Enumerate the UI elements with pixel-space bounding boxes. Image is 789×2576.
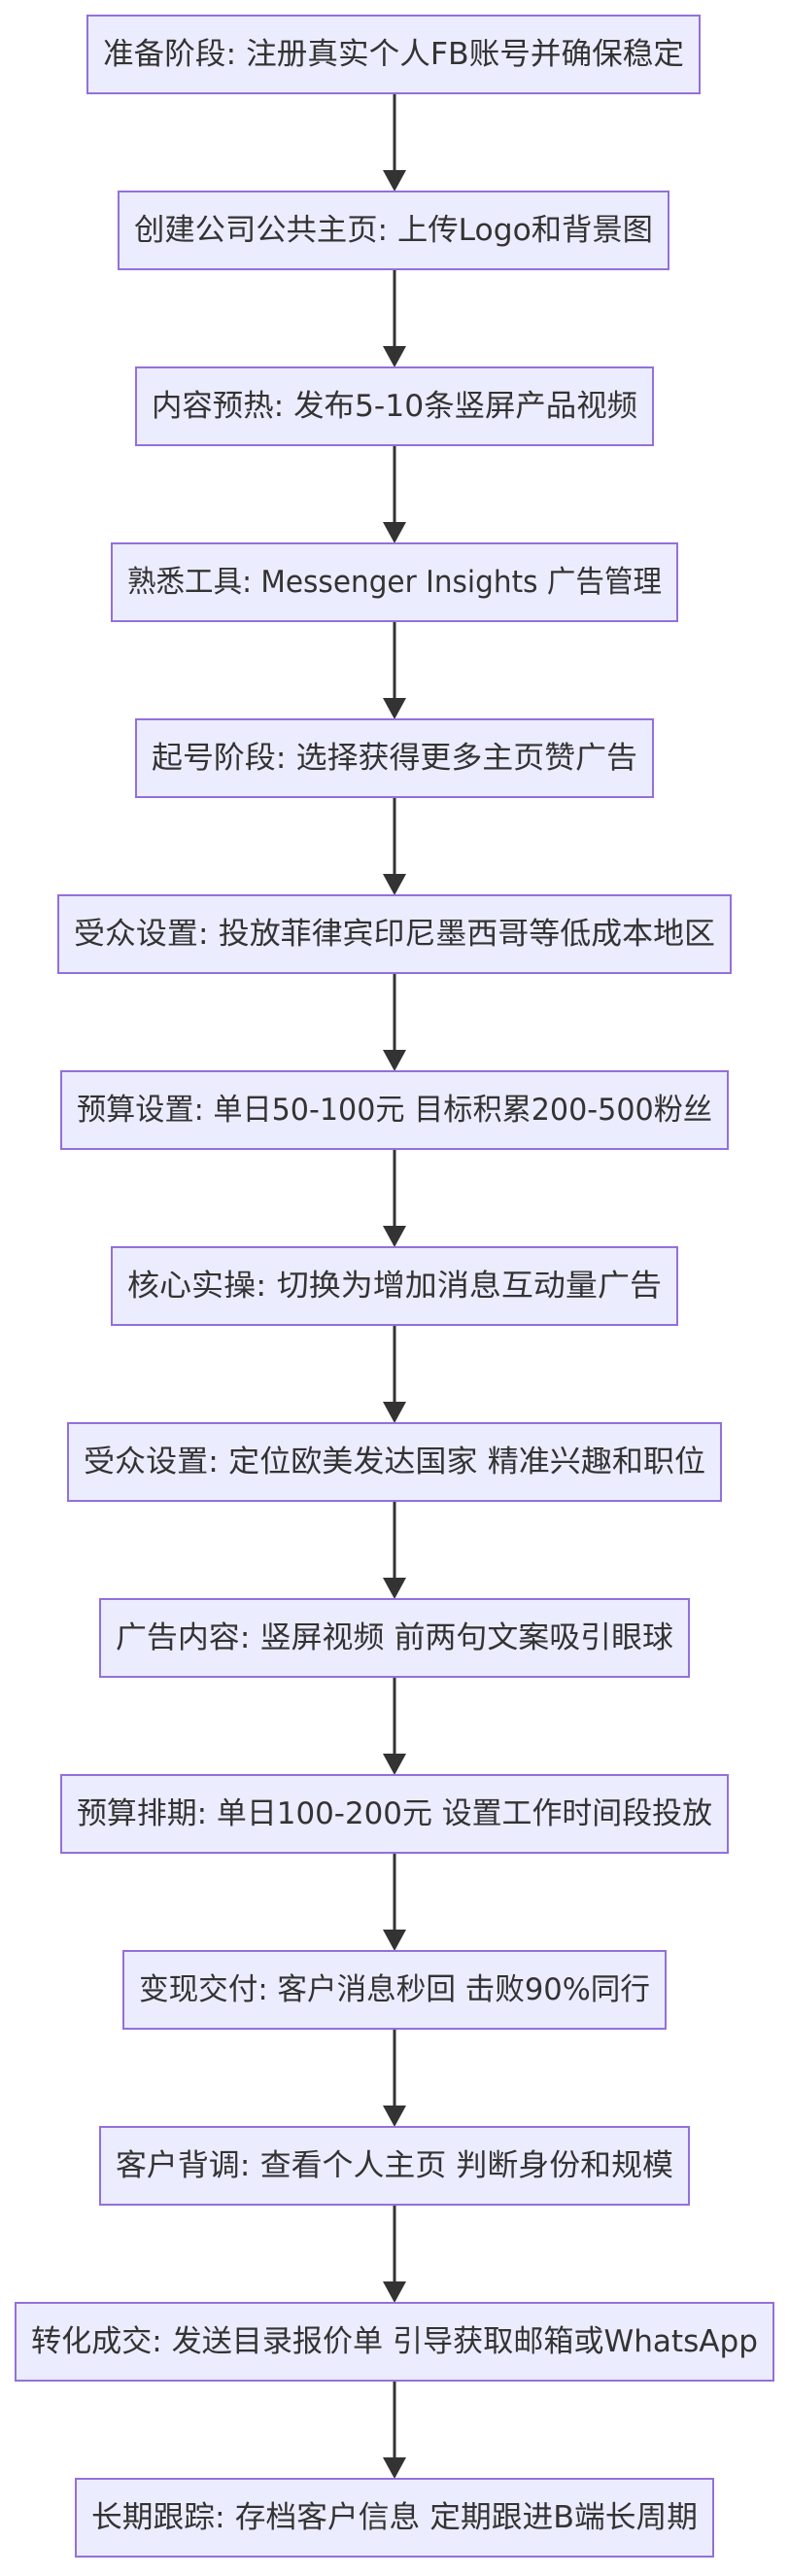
flow-node-4: 熟悉工具: Messenger Insights 广告管理 (111, 542, 678, 622)
arrow-down-icon (383, 1754, 406, 1775)
flow-node-box (86, 15, 701, 94)
flow-node-box (122, 1950, 667, 2030)
flow-node-box (118, 191, 669, 270)
flow-node-box (111, 542, 678, 622)
flow-node-label: 转化成交: 发送目录报价单 引导获取邮箱或WhatsApp (31, 2324, 758, 2359)
flow-node-label: 核心实操: 切换为增加消息互动量广告 (127, 1269, 662, 1304)
flow-edge-13 (383, 2205, 406, 2303)
flow-node-label: 客户背调: 查看个人主页 判断身份和规模 (116, 2148, 673, 2183)
flow-node-label: 受众设置: 投放菲律宾印尼墨西哥等低成本地区 (74, 917, 715, 952)
arrow-down-icon (383, 2457, 406, 2479)
flow-edge-14 (383, 2381, 406, 2479)
flow-node-label: 受众设置: 定位欧美发达国家 精准兴趣和职位 (84, 1445, 705, 1479)
flow-node-1: 准备阶段: 注册真实个人FB账号并确保稳定 (86, 15, 701, 94)
flow-node-8: 核心实操: 切换为增加消息互动量广告 (111, 1246, 678, 1326)
flow-edge-8 (383, 1325, 406, 1423)
arrow-down-icon (383, 698, 406, 719)
flow-edge-12 (383, 2029, 406, 2127)
edges-layer (383, 93, 406, 2479)
arrow-down-icon (383, 2281, 406, 2303)
flow-edge-7 (383, 1149, 406, 1247)
flow-node-15: 长期跟踪: 存档客户信息 定期跟进B端长周期 (75, 2478, 714, 2558)
flow-edge-6 (383, 973, 406, 1071)
arrow-down-icon (383, 1578, 406, 1599)
flow-node-box (60, 1774, 729, 1854)
flow-edge-5 (383, 797, 406, 895)
flow-node-box (135, 366, 654, 446)
flow-node-label: 准备阶段: 注册真实个人FB账号并确保稳定 (103, 37, 684, 72)
flow-node-9: 受众设置: 定位欧美发达国家 精准兴趣和职位 (67, 1422, 722, 1502)
flow-node-label: 变现交付: 客户消息秒回 击败90%同行 (139, 1972, 650, 2007)
flow-node-box (57, 894, 732, 974)
arrow-down-icon (383, 170, 406, 191)
arrow-down-icon (383, 2106, 406, 2127)
flow-node-label: 熟悉工具: Messenger Insights 广告管理 (127, 565, 662, 600)
flow-node-box (111, 1246, 678, 1326)
flow-node-10: 广告内容: 竖屏视频 前两句文案吸引眼球 (99, 1598, 690, 1678)
flow-node-label: 预算排期: 单日100-200元 设置工作时间段投放 (77, 1796, 712, 1831)
flow-node-6: 受众设置: 投放菲律宾印尼墨西哥等低成本地区 (57, 894, 732, 974)
flow-node-label: 长期跟踪: 存档客户信息 定期跟进B端长周期 (91, 2500, 698, 2535)
flow-node-box (15, 2302, 774, 2382)
flow-node-label: 创建公司公共主页: 上传Logo和背景图 (134, 213, 653, 248)
arrow-down-icon (383, 1402, 406, 1423)
flow-node-label: 广告内容: 竖屏视频 前两句文案吸引眼球 (116, 1620, 673, 1655)
flow-node-label: 内容预热: 发布5-10条竖屏产品视频 (152, 389, 637, 424)
flow-node-box (99, 2126, 690, 2206)
flow-node-5: 起号阶段: 选择获得更多主页赞广告 (135, 718, 654, 798)
flow-node-13: 客户背调: 查看个人主页 判断身份和规模 (99, 2126, 690, 2206)
flow-node-14: 转化成交: 发送目录报价单 引导获取邮箱或WhatsApp (15, 2302, 774, 2382)
flow-edge-1 (383, 93, 406, 191)
flow-edge-4 (383, 621, 406, 719)
arrow-down-icon (383, 1930, 406, 1951)
arrow-down-icon (383, 1226, 406, 1247)
arrow-down-icon (383, 874, 406, 895)
flow-node-11: 预算排期: 单日100-200元 设置工作时间段投放 (60, 1774, 729, 1854)
flow-edge-10 (383, 1677, 406, 1775)
flow-node-7: 预算设置: 单日50-100元 目标积累200-500粉丝 (60, 1070, 729, 1150)
flow-node-label: 预算设置: 单日50-100元 目标积累200-500粉丝 (77, 1093, 712, 1128)
arrow-down-icon (383, 1050, 406, 1071)
flow-node-box (75, 2478, 714, 2558)
flow-node-box (60, 1070, 729, 1150)
flow-node-box (99, 1598, 690, 1678)
arrow-down-icon (383, 522, 406, 543)
flow-edge-11 (383, 1853, 406, 1951)
flow-edge-3 (383, 445, 406, 543)
arrow-down-icon (383, 346, 406, 367)
flow-node-12: 变现交付: 客户消息秒回 击败90%同行 (122, 1950, 667, 2030)
flow-node-2: 创建公司公共主页: 上传Logo和背景图 (118, 191, 669, 270)
flow-edge-9 (383, 1501, 406, 1599)
flow-node-box (67, 1422, 722, 1502)
flow-node-label: 起号阶段: 选择获得更多主页赞广告 (152, 741, 637, 776)
flow-node-3: 内容预热: 发布5-10条竖屏产品视频 (135, 366, 654, 446)
flow-edge-2 (383, 269, 406, 367)
flow-node-box (135, 718, 654, 798)
